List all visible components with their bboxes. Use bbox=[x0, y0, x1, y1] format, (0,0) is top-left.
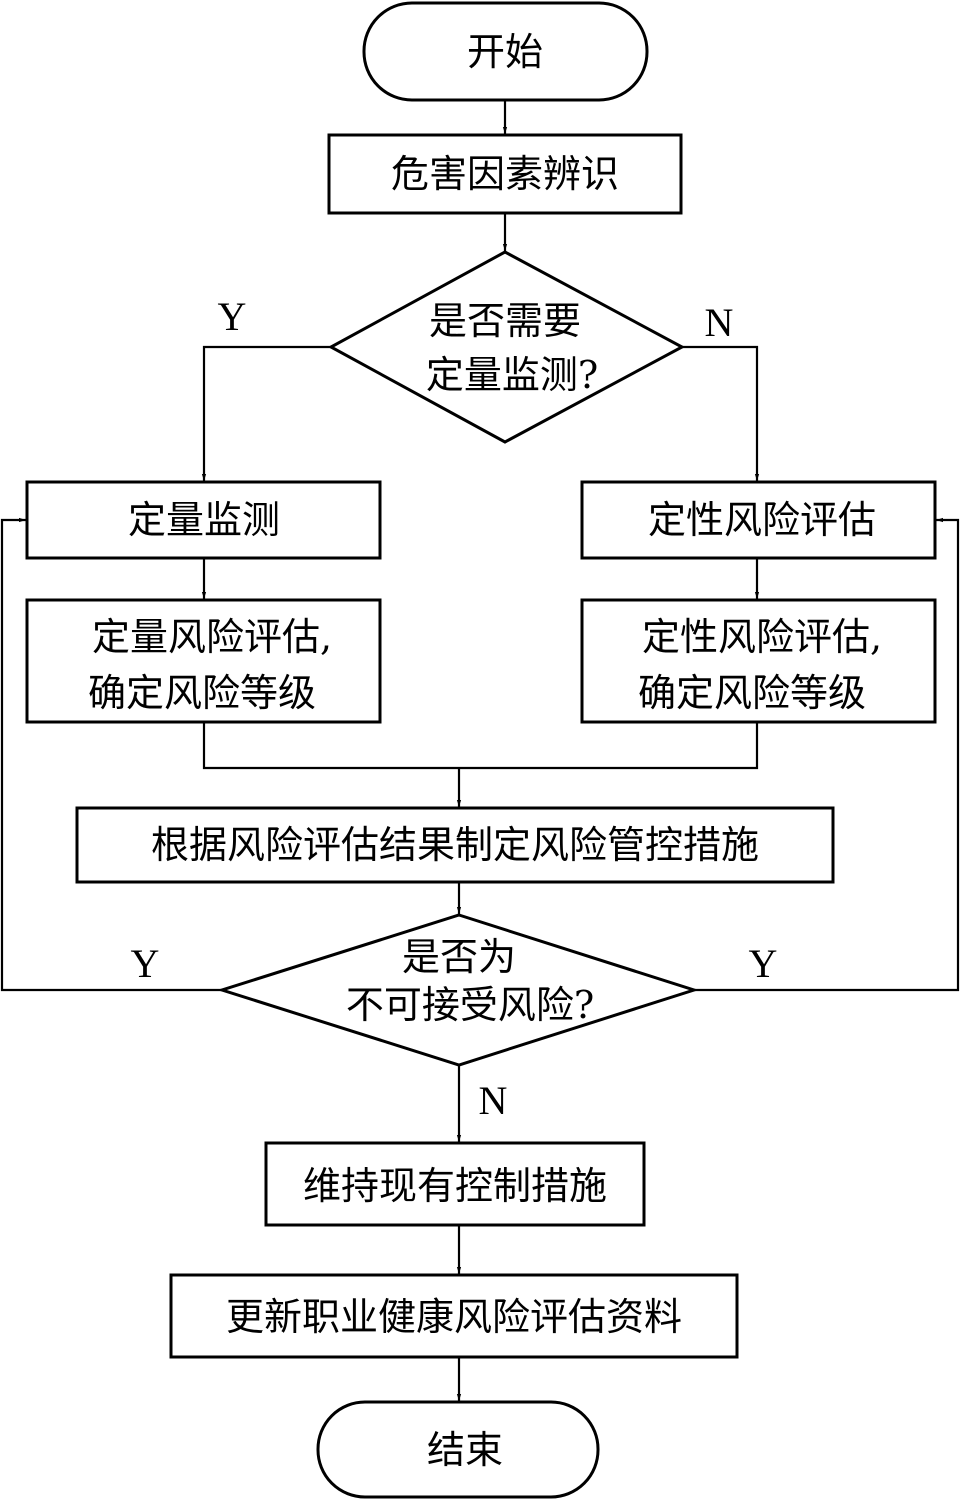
qual-level-label-line1: 定性风险评估, bbox=[642, 615, 882, 659]
edge-decision1-yes bbox=[201, 345, 331, 481]
update-label: 更新职业健康风险评估资料 bbox=[226, 1295, 682, 1339]
decision1-label-line2: 定量监测? bbox=[426, 353, 598, 397]
edge-merge bbox=[202, 722, 759, 770]
start-label: 开始 bbox=[467, 30, 543, 74]
control-label: 根据风险评估结果制定风险管控措施 bbox=[151, 823, 759, 867]
decision2-label-line2: 不可接受风险? bbox=[346, 983, 594, 1027]
qual-assess-box bbox=[580, 480, 937, 560]
qual-assess-label: 定性风险评估 bbox=[648, 498, 876, 542]
start-terminator bbox=[362, 1, 649, 102]
control-box bbox=[75, 806, 835, 884]
decision2-diamond bbox=[217, 913, 699, 1067]
decision2-yes-left-label: Y bbox=[131, 941, 160, 986]
edge-decision2-yes-right bbox=[694, 517, 960, 992]
end-label: 结束 bbox=[427, 1428, 503, 1472]
identify-box bbox=[327, 133, 683, 215]
qual-level-label-line2: 确定风险等级 bbox=[638, 671, 866, 715]
maintain-label: 维持现有控制措施 bbox=[303, 1164, 607, 1208]
edge-labels: Y N Y Y N bbox=[131, 294, 778, 1123]
qual-level-box bbox=[580, 598, 937, 724]
quant-level-label-line1: 定量风险评估, bbox=[92, 615, 332, 659]
node-labels: 开始 危害因素辨识 是否需要 定量监测? 定量监测 定性风险评估 定量风险评估,… bbox=[88, 30, 882, 1472]
nodes bbox=[25, 1, 937, 1499]
maintain-box bbox=[264, 1141, 646, 1227]
quant-monitor-box bbox=[25, 480, 382, 560]
edge-decision1-no bbox=[682, 345, 760, 481]
decision1-diamond bbox=[327, 250, 686, 444]
decision2-label-line1: 是否为 bbox=[402, 935, 516, 979]
decision1-label-line1: 是否需要 bbox=[429, 299, 581, 343]
update-box bbox=[169, 1273, 739, 1359]
decision2-no-label: N bbox=[479, 1078, 508, 1123]
decision2-yes-right-label: Y bbox=[749, 941, 778, 986]
identify-label: 危害因素辨识 bbox=[391, 152, 619, 196]
quant-monitor-label: 定量监测 bbox=[128, 498, 280, 542]
end-terminator bbox=[316, 1400, 600, 1499]
connectors bbox=[0, 100, 960, 1401]
quant-level-label-line2: 确定风险等级 bbox=[88, 671, 316, 715]
edge-decision2-yes-left bbox=[0, 517, 222, 992]
decision1-yes-label: Y bbox=[218, 294, 247, 339]
decision1-no-label: N bbox=[705, 300, 734, 345]
quant-level-box bbox=[25, 598, 382, 724]
